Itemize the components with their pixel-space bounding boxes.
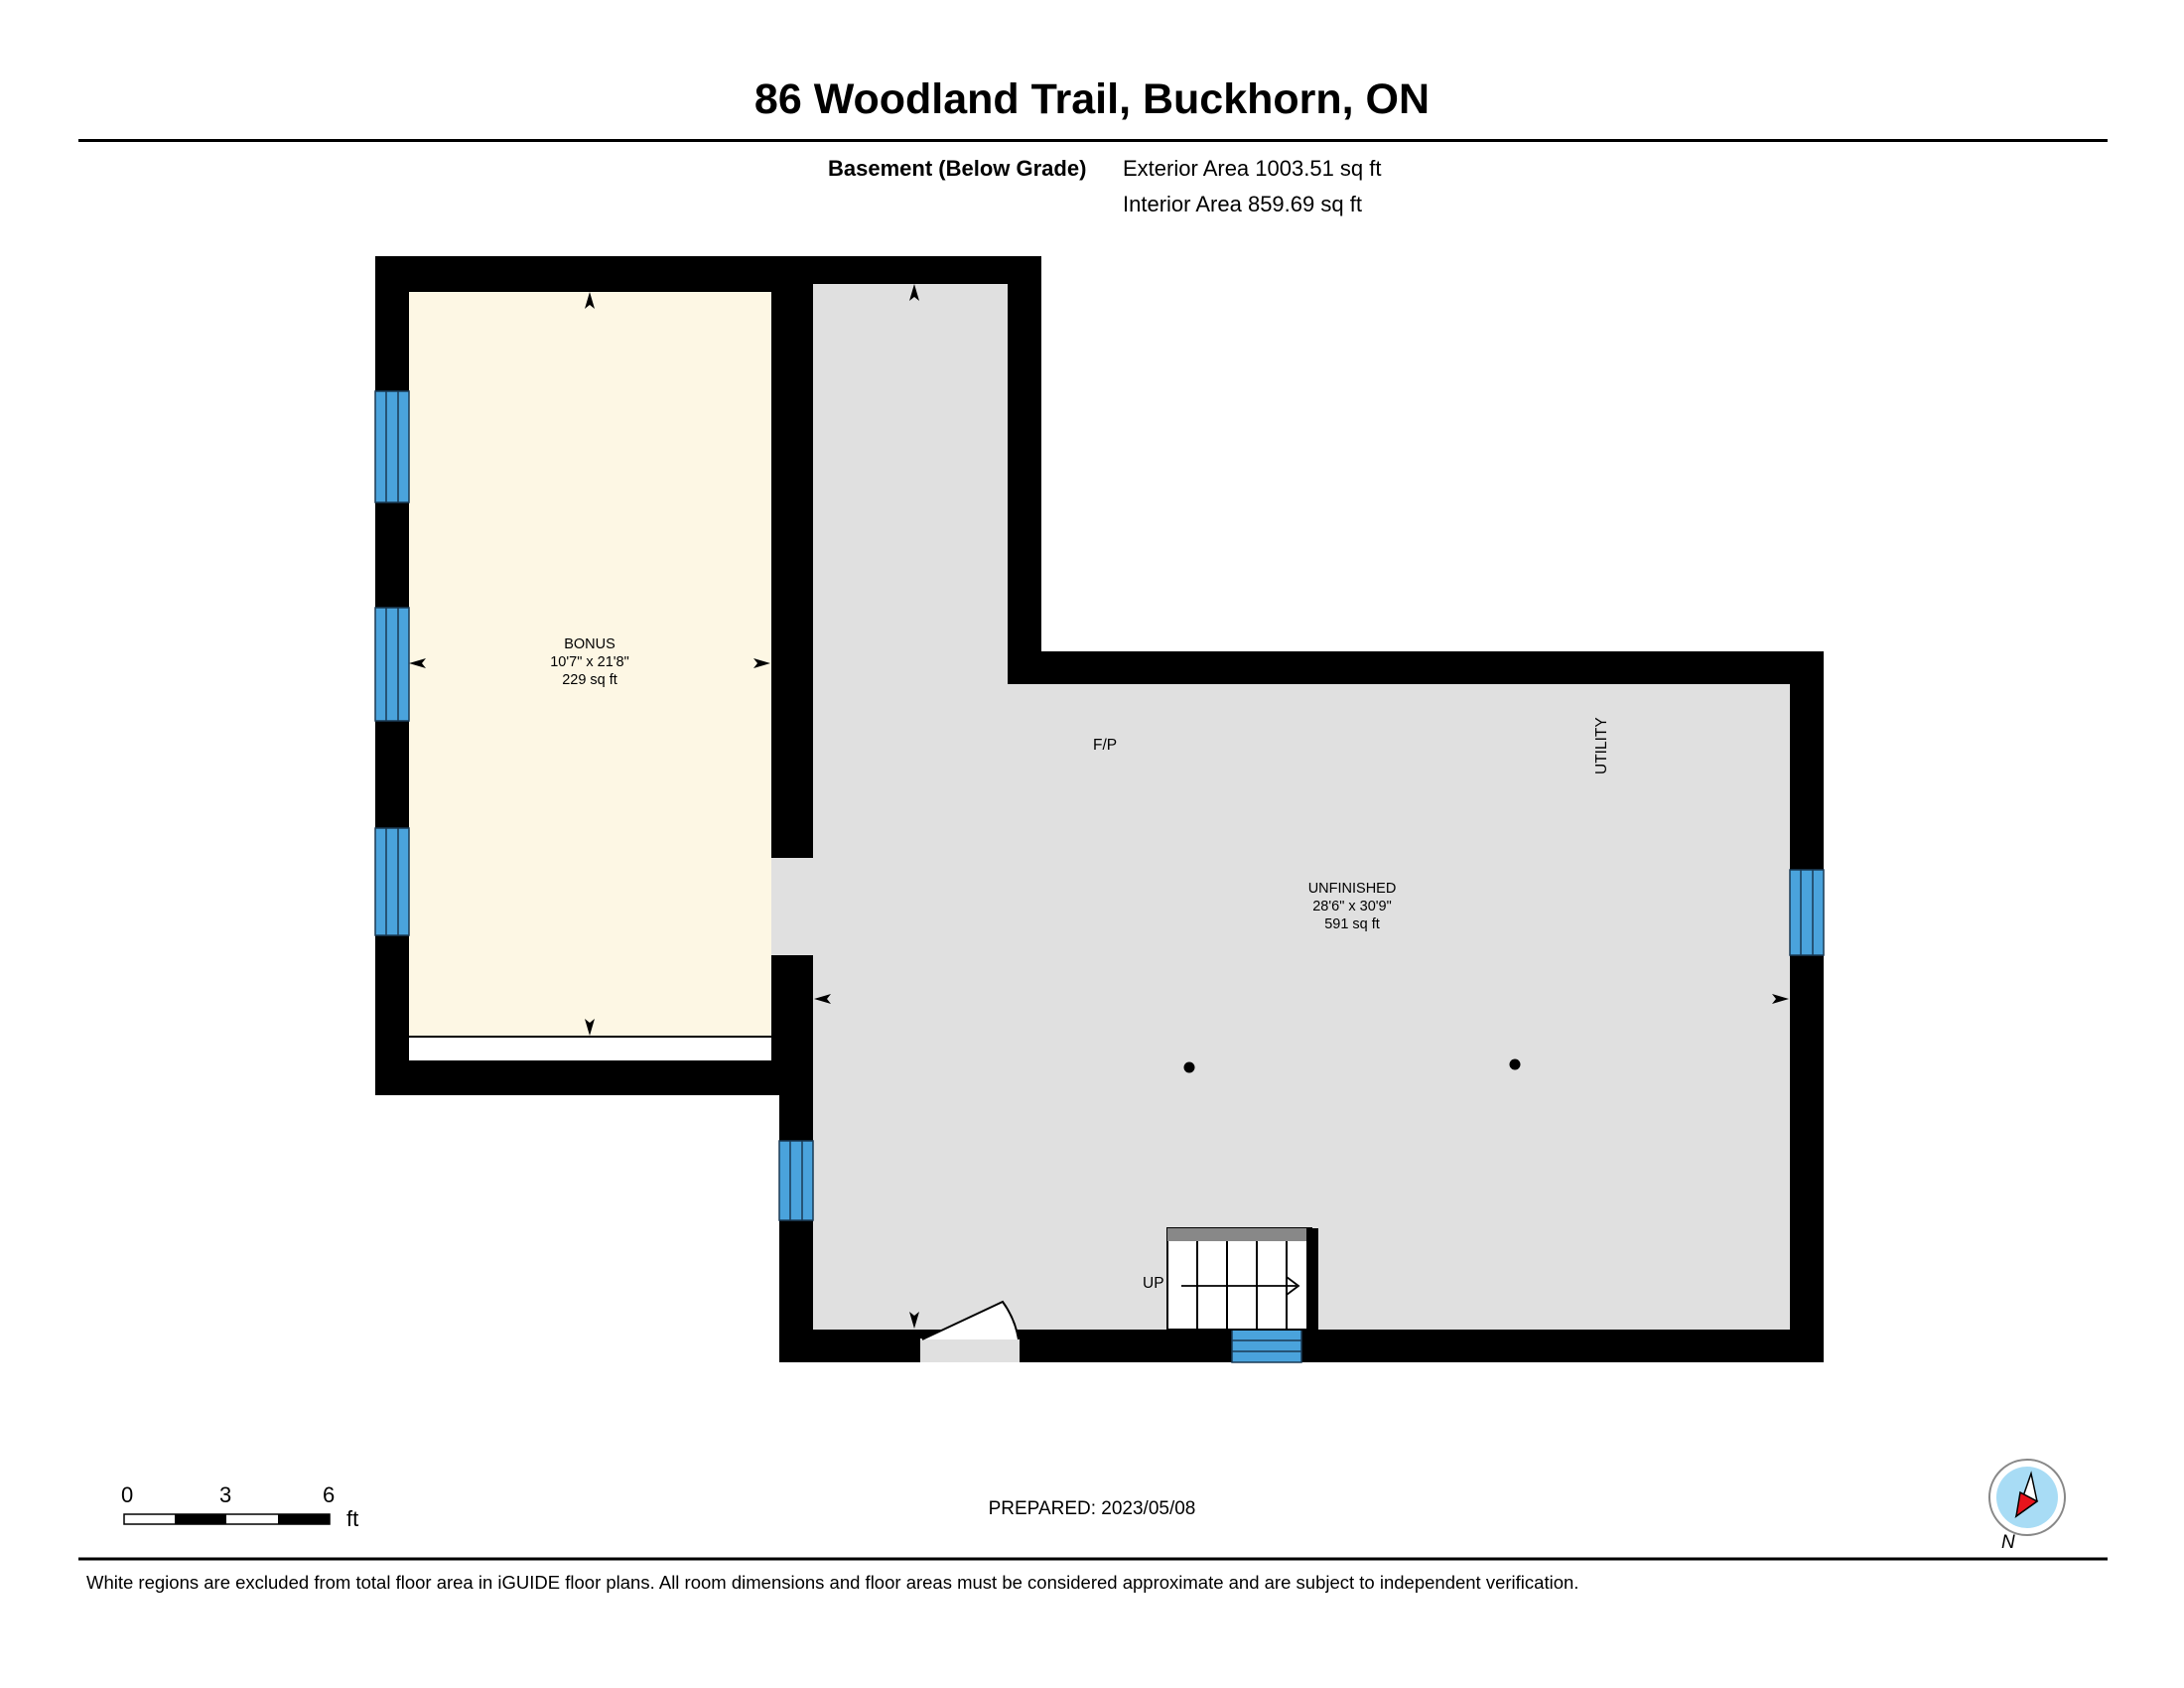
window-bonus-2 [374, 607, 410, 722]
floor-name: Basement (Below Grade) [828, 156, 1087, 181]
room-opening [771, 858, 813, 955]
room-name: UNFINISHED [1307, 881, 1397, 897]
bonus-excluded-strip [409, 1037, 771, 1060]
fireplace-label: F/P [1093, 737, 1118, 754]
header-divider [78, 139, 2108, 142]
stairs-up-label: UP [1143, 1275, 1164, 1292]
room-area: 591 sq ft [1324, 916, 1380, 932]
scale-unit: ft [346, 1506, 359, 1531]
room-area: 229 sq ft [562, 672, 617, 688]
page-title: 86 Woodland Trail, Buckhorn, ON [753, 75, 1431, 123]
window-bonus-1 [374, 390, 410, 503]
unfinished-room-floor [813, 284, 1790, 1330]
disclaimer: White regions are excluded from total fl… [86, 1572, 1579, 1593]
support-post [1509, 1058, 1521, 1070]
prepared-date: PREPARED: 2023/05/08 [988, 1498, 1196, 1519]
arrow-down-icon [909, 1312, 919, 1329]
window-unfinished-south [1231, 1329, 1302, 1363]
exterior-area: Exterior Area 1003.51 sq ft [1123, 156, 1382, 181]
room-name: BONUS [564, 636, 615, 652]
scale-bar [123, 1513, 331, 1525]
room-dimensions: 10'7" x 21'8" [550, 654, 629, 670]
stairs [1166, 1227, 1318, 1331]
utility-label: UTILITY [1593, 717, 1610, 774]
compass-icon [1988, 1459, 2066, 1536]
arrow-right-icon [753, 658, 770, 668]
interior-area: Interior Area 859.69 sq ft [1123, 192, 1362, 216]
stair-arrow-icon [1286, 1276, 1300, 1296]
door-swing [921, 1300, 1020, 1340]
arrow-down-icon [585, 1019, 595, 1036]
arrow-up-icon [909, 284, 919, 301]
arrow-right-icon [1772, 994, 1789, 1004]
windows [374, 390, 1825, 1363]
compass-north-label: N [2001, 1532, 2015, 1553]
window-unfinished-east [1789, 869, 1825, 956]
scale-tick-6: 6 [323, 1482, 336, 1507]
support-post [1183, 1061, 1195, 1073]
scale-tick-0: 0 [121, 1482, 134, 1507]
room-unfinished: UNFINISHED 28'6" x 30'9" 591 sq ft [1308, 880, 1397, 933]
arrow-up-icon [585, 292, 595, 309]
room-bonus: BONUS 10'7" x 21'8" 229 sq ft [550, 635, 629, 689]
arrow-left-icon [814, 994, 831, 1004]
entry-door-opening [920, 1338, 1020, 1362]
window-bonus-3 [374, 827, 410, 936]
bonus-room-floor [409, 292, 771, 1037]
window-unfinished-west [778, 1140, 814, 1221]
dimension-arrows [409, 284, 1789, 1329]
scale-tick-3: 3 [219, 1482, 232, 1507]
room-dimensions: 28'6" x 30'9" [1312, 899, 1392, 914]
arrow-left-icon [409, 658, 426, 668]
